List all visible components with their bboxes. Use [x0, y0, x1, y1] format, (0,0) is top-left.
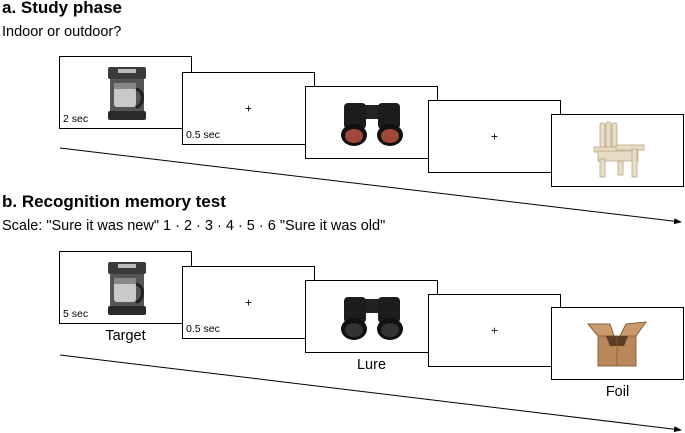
coffee-maker-icon: [108, 262, 146, 315]
study-phase-title: a. Study phase: [2, 0, 122, 17]
test-duration-label: 5 sec: [63, 308, 89, 320]
study-frame-chair: [551, 114, 684, 187]
foil-caption: Foil: [605, 384, 630, 400]
test-frame-fixation-2: +: [428, 294, 561, 367]
binoculars-icon: [341, 297, 403, 340]
fixation-cross: +: [490, 129, 498, 144]
study-frame-coffee-maker: 2 sec: [59, 56, 192, 129]
test-isi-label: 0.5 sec: [186, 323, 220, 335]
fixation-cross: +: [244, 101, 252, 116]
test-frame-box: [551, 307, 684, 380]
adirondack-chair-icon: [593, 121, 645, 178]
binoculars-icon: [341, 103, 403, 146]
test-frame-binoculars: [305, 280, 438, 353]
test-frame-coffee-maker: 5 sec: [59, 251, 192, 324]
test-phase-title: b. Recognition memory test: [2, 192, 226, 211]
test-timeline-arrow: [59, 354, 682, 433]
study-frame-fixation-1: + 0.5 sec: [182, 72, 315, 145]
study-isi-label: 0.5 sec: [186, 129, 220, 141]
coffee-maker-icon: [108, 67, 146, 120]
fixation-cross: +: [244, 295, 252, 310]
lure-caption: Lure: [356, 357, 387, 373]
test-frame-fixation-1: + 0.5 sec: [182, 266, 315, 339]
target-caption: Target: [105, 328, 146, 344]
study-duration-label: 2 sec: [63, 113, 89, 125]
confidence-scale: Scale: "Sure it was new" 1 · 2 · 3 · 4 ·…: [2, 218, 386, 234]
fixation-cross: +: [490, 323, 498, 338]
cardboard-box-icon: [586, 321, 648, 367]
study-frame-binoculars: [305, 86, 438, 159]
study-timeline-arrow: [59, 147, 682, 225]
study-frame-fixation-2: +: [428, 100, 561, 173]
study-question: Indoor or outdoor?: [2, 24, 122, 40]
